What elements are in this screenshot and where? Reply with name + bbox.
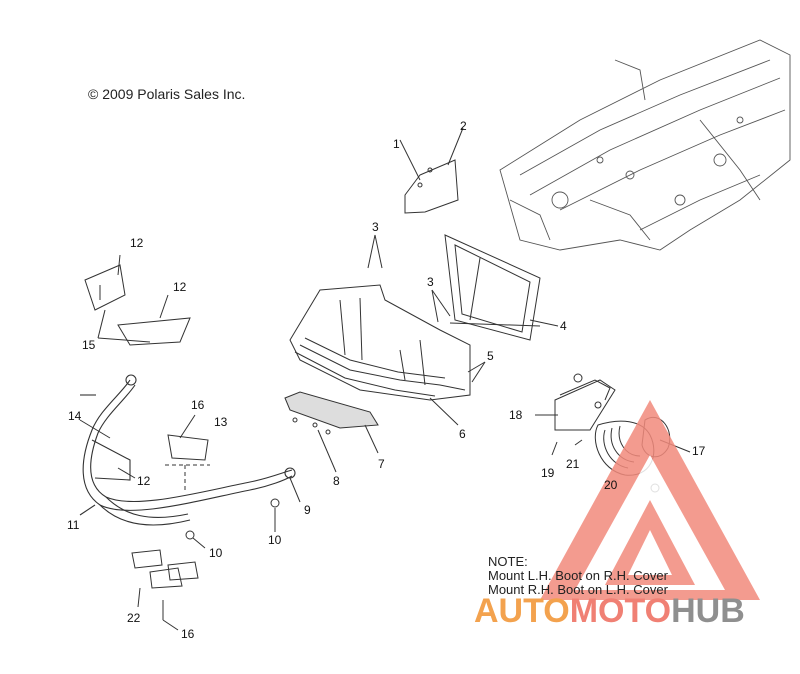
watermark-part-3: HUB (671, 592, 745, 630)
callout-1: 1 (393, 137, 400, 151)
callout-18: 18 (509, 408, 523, 422)
chassis-frame (499, 39, 791, 251)
callout-15: 15 (82, 338, 96, 352)
note-line-1: Mount L.H. Boot on R.H. Cover (488, 568, 668, 583)
callout-12: 12 (173, 280, 187, 294)
part-fasteners-9-10 (185, 477, 301, 549)
part-pads-22 (131, 549, 199, 631)
copyright-text: © 2009 Polaris Sales Inc. (88, 86, 246, 102)
watermark-part-1: AUTO (474, 592, 570, 630)
callout-6: 6 (459, 427, 466, 441)
watermark-logo: AUTOMOTOHUB (474, 592, 745, 631)
callout-leaders (367, 234, 541, 383)
part-screws-8 (292, 417, 337, 473)
callout-11: 11 (67, 518, 80, 532)
callout-13: 13 (214, 415, 228, 429)
callout-21: 21 (566, 457, 580, 471)
part-bracket-15 (84, 254, 191, 346)
callout-12: 12 (130, 236, 144, 250)
callout-12: 12 (137, 474, 151, 488)
callout-20: 20 (604, 478, 618, 492)
callout-10: 10 (209, 546, 223, 560)
part-bellypan-6 (289, 284, 471, 426)
part-skidplate-7 (284, 391, 379, 454)
callout-16: 16 (181, 627, 195, 641)
callout-3: 3 (372, 220, 379, 234)
callout-7: 7 (378, 457, 385, 471)
callout-3: 3 (427, 275, 434, 289)
callout-17: 17 (692, 444, 706, 458)
part-panel-4 (444, 234, 559, 341)
callout-2: 2 (460, 119, 467, 133)
note-line-2: Mount R.H. Boot on L.H. Cover (488, 582, 668, 597)
note-block: NOTE: Mount L.H. Boot on R.H. Cover Moun… (488, 555, 668, 597)
callout-19: 19 (541, 466, 555, 480)
note-heading: NOTE: (488, 554, 528, 569)
callout-9: 9 (304, 503, 311, 517)
part-bracket-13 (165, 414, 210, 490)
callout-14: 14 (68, 409, 82, 423)
callout-16: 16 (191, 398, 205, 412)
part-leaders-14-12 (79, 419, 136, 479)
callout-4: 4 (560, 319, 567, 333)
callout-10: 10 (268, 533, 282, 547)
part-bumper-11 (79, 374, 296, 526)
part-plate-1-2 (399, 127, 464, 214)
watermark-triangle (540, 400, 760, 600)
callout-5: 5 (487, 349, 494, 363)
watermark-part-2: MOTO (569, 592, 672, 630)
callout-22: 22 (127, 611, 141, 625)
callout-8: 8 (333, 474, 340, 488)
